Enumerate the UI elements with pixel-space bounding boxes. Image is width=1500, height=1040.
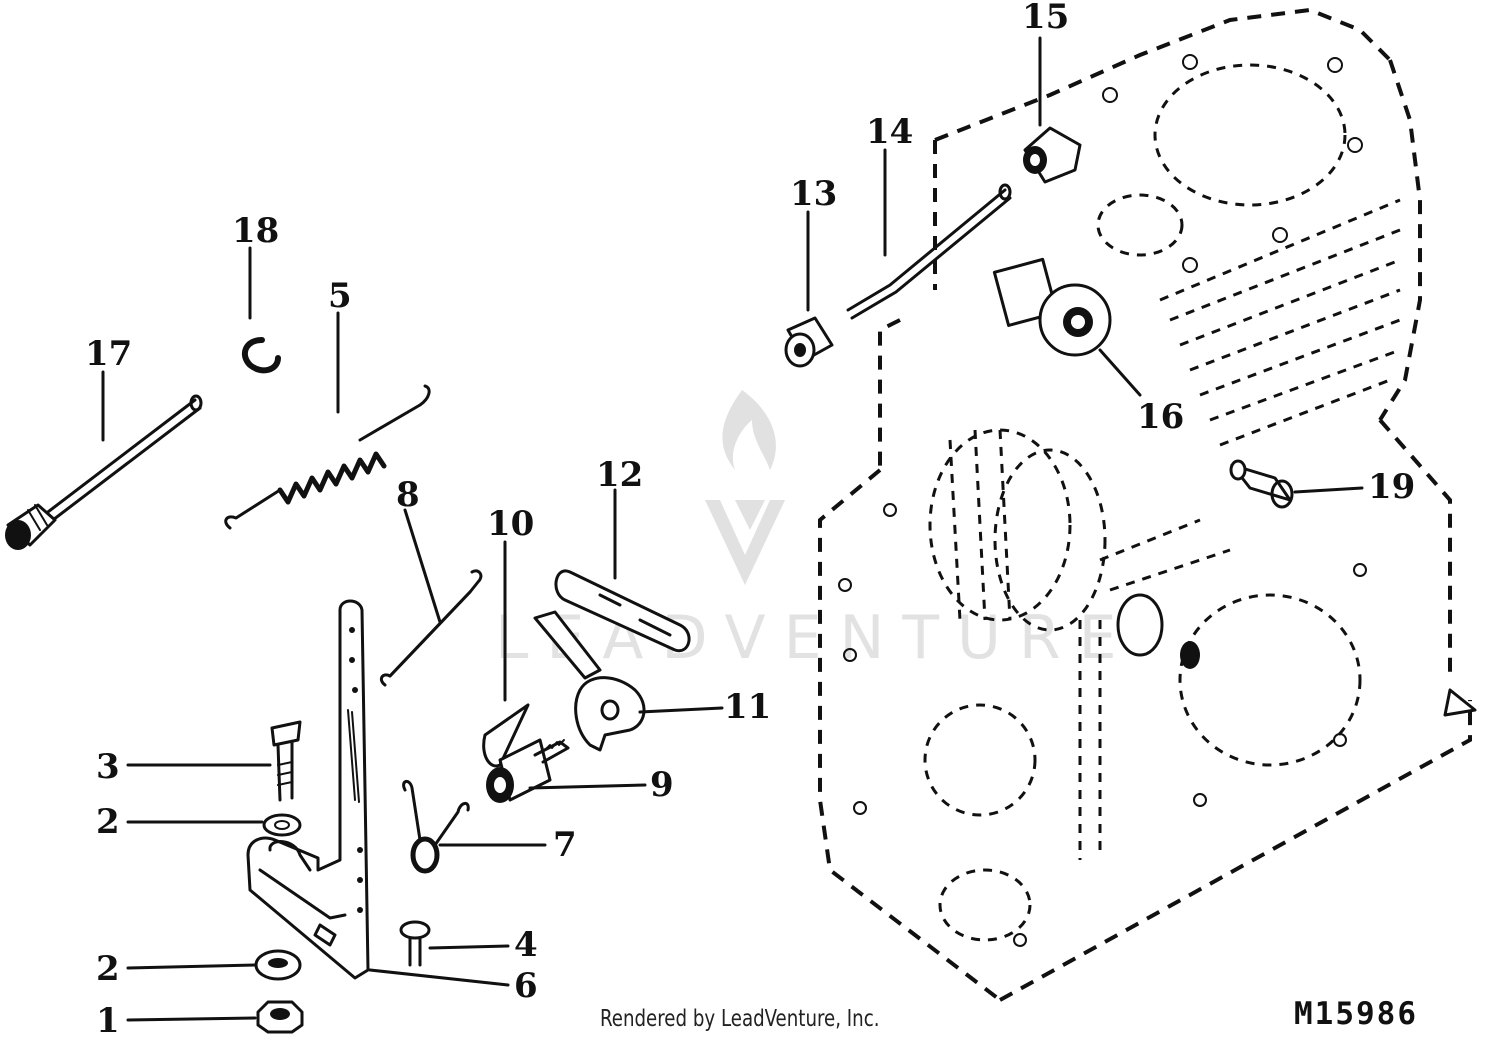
part-2-washer-lower	[254, 949, 302, 981]
callout-7: 7	[553, 825, 577, 865]
part-9-fitting	[486, 738, 570, 803]
part-18-clip	[241, 337, 281, 374]
part-16-governor-assembly	[992, 257, 1112, 357]
callout-9: 9	[650, 765, 674, 805]
part-2-washer-upper	[262, 813, 302, 837]
watermark-logo: LEADVENTURE	[495, 390, 1117, 673]
figure-id: M15986	[1294, 996, 1418, 1032]
callout-18: 18	[232, 211, 279, 251]
leader-2b	[126, 963, 257, 970]
governor-gear	[928, 428, 1200, 669]
leader-9	[528, 783, 647, 790]
leader-16	[1098, 348, 1142, 397]
callout-10: 10	[487, 504, 534, 544]
callout-12: 12	[596, 455, 643, 495]
leader-8	[403, 508, 442, 624]
callout-1: 1	[96, 1001, 120, 1040]
leader-4	[428, 944, 510, 950]
callout-5: 5	[328, 276, 352, 316]
part-8-link	[379, 569, 483, 687]
callout-19: 19	[1368, 467, 1415, 507]
part-4-screw	[399, 920, 431, 967]
part-19-pin	[1229, 459, 1294, 509]
callout-16: 16	[1137, 397, 1184, 437]
part-13-bushing	[784, 316, 834, 368]
part-6-bracket	[246, 599, 370, 980]
part-14-shaft	[846, 183, 1012, 320]
callout-labels: 17 18 5 8 10 12 11 9 7 3 2 2 1 4 6 13 14…	[85, 0, 1415, 1040]
part-17-rod	[5, 394, 203, 550]
callout-6: 6	[514, 966, 538, 1006]
leader-11	[638, 706, 724, 714]
part-5-spring	[224, 384, 431, 530]
leader-6	[368, 968, 510, 987]
callout-4: 4	[514, 925, 538, 965]
callout-8: 8	[396, 475, 420, 515]
leader-19	[1293, 486, 1364, 494]
callout-13: 13	[790, 174, 837, 214]
callout-2-lower: 2	[96, 949, 120, 989]
engine-block	[818, 7, 1477, 1002]
callout-15: 15	[1022, 0, 1069, 37]
callout-2-upper: 2	[96, 802, 120, 842]
part-15-bushing	[1023, 126, 1082, 184]
callout-3: 3	[96, 747, 120, 787]
part-1-nut	[256, 1000, 304, 1034]
part-7-spring	[402, 780, 470, 874]
part-3-bolt	[270, 720, 302, 802]
leader-1	[126, 1016, 257, 1022]
callout-14: 14	[866, 112, 913, 152]
part-11-lever	[533, 610, 646, 752]
part-12-plate	[554, 569, 691, 653]
leader-lines	[101, 36, 1364, 1022]
callout-11: 11	[724, 687, 771, 727]
callout-17: 17	[85, 334, 132, 374]
footer-credit: Rendered by LeadVenture, Inc.	[600, 1006, 880, 1032]
